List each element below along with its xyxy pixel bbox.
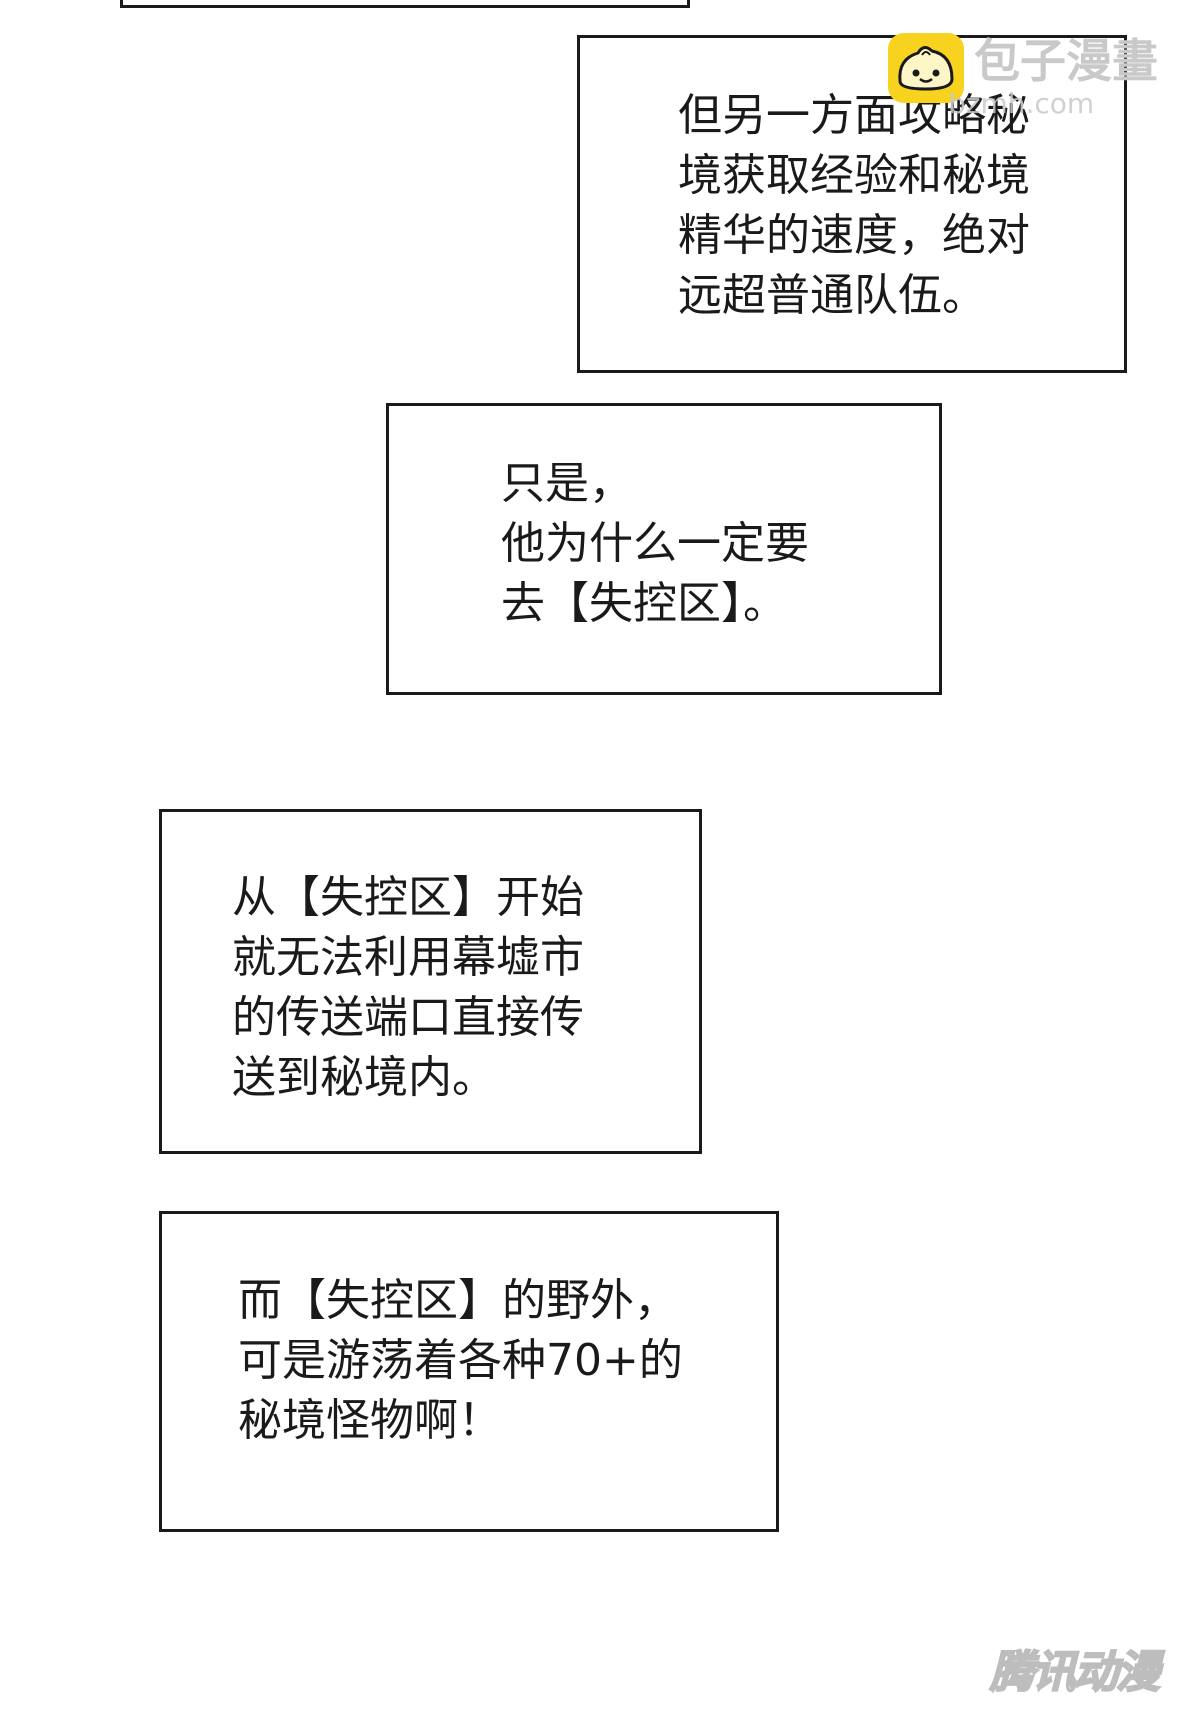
- caption-line: 只是，: [501, 458, 633, 509]
- caption-line: 去【失控区】。: [501, 578, 787, 629]
- caption-text-3: 从【失控区】开始 就无法利用幕墟市 的传送端口直接传 送到秘境内。: [232, 868, 584, 1108]
- previous-panel-edge: [120, 0, 690, 8]
- caption-line: 送到秘境内。: [232, 1052, 496, 1103]
- caption-line: 远超普通队伍。: [678, 270, 986, 321]
- caption-line: 但另一方面攻略秘: [678, 90, 1030, 141]
- caption-box-3: 从【失控区】开始 就无法利用幕墟市 的传送端口直接传 送到秘境内。: [159, 809, 702, 1154]
- caption-line: 从【失控区】开始: [232, 872, 584, 923]
- caption-line: 而【失控区】的野外，: [238, 1275, 678, 1326]
- watermark-tencent-logo: 腾讯动漫: [989, 1646, 1161, 1699]
- caption-line: 就无法利用幕墟市: [232, 932, 584, 983]
- caption-text-4: 而【失控区】的野外， 可是游荡着各种70+的 秘境怪物啊！: [238, 1271, 683, 1451]
- caption-line: 他为什么一定要: [501, 518, 809, 569]
- caption-line: 的传送端口直接传: [232, 992, 584, 1043]
- caption-line: 秘境怪物啊！: [238, 1395, 502, 1446]
- caption-line: 可是游荡着各种70+的: [238, 1335, 683, 1386]
- watermark-tencent: 腾讯动漫: [989, 1645, 1185, 1701]
- caption-line: 境获取经验和秘境: [678, 150, 1030, 201]
- caption-text-1: 但另一方面攻略秘 境获取经验和秘境 精华的速度，绝对 远超普通队伍。: [678, 86, 1030, 326]
- caption-box-4: 而【失控区】的野外， 可是游荡着各种70+的 秘境怪物啊！: [159, 1211, 779, 1532]
- caption-text-2: 只是， 他为什么一定要 去【失控区】。: [501, 454, 809, 634]
- caption-box-2: 只是， 他为什么一定要 去【失控区】。: [386, 403, 942, 695]
- caption-line: 精华的速度，绝对: [678, 210, 1030, 261]
- caption-box-1: 但另一方面攻略秘 境获取经验和秘境 精华的速度，绝对 远超普通队伍。: [577, 35, 1127, 373]
